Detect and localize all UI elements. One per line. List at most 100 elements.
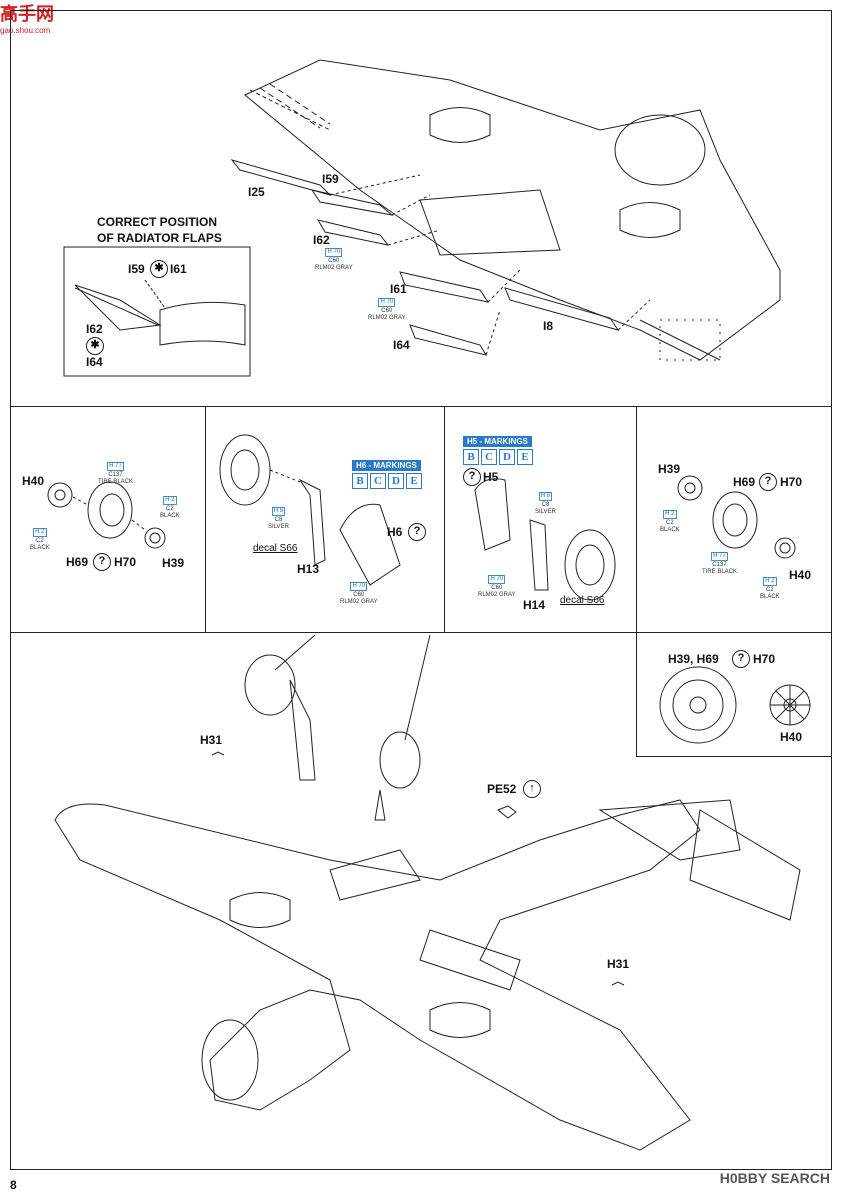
divider-panel2: [444, 406, 445, 632]
paint-color: BLACK: [160, 513, 180, 519]
markings-title: H5 - MARKINGS: [463, 436, 532, 447]
question-circle-icon: ?: [93, 553, 111, 571]
marking-letter: C: [370, 473, 386, 489]
part-h40: H40: [780, 730, 803, 744]
paint-color: SILVER: [535, 509, 556, 515]
marking-letter: E: [517, 449, 533, 465]
paint-code: H 8: [538, 492, 553, 501]
question-circle-icon: ?: [732, 650, 750, 668]
arrow-circle-icon: ↑: [523, 780, 541, 798]
paint-color: RLM02 GRAY: [368, 315, 406, 321]
divider-panel1: [205, 406, 206, 632]
part-h14: H14: [523, 598, 546, 612]
star-circle-icon: ✱: [150, 260, 168, 278]
part-h5: H5: [483, 470, 499, 484]
paint-callout: H 70 C60 RLM02 GRAY: [478, 575, 516, 599]
part-h69: H69: [66, 555, 89, 569]
paint-name: C2: [166, 506, 174, 512]
part-i62: I62: [313, 233, 330, 247]
paint-name: C137: [108, 472, 123, 478]
paint-callout: H 8 C8 SILVER: [268, 507, 289, 531]
divider-panel5: [636, 756, 832, 757]
radiator-title-line1: CORRECT POSITION: [97, 215, 218, 229]
marking-letter: B: [352, 473, 368, 489]
paint-name: C2: [666, 520, 674, 526]
part-h70: H70: [114, 555, 137, 569]
part-h39: H39: [162, 556, 185, 570]
paint-code: H 77: [107, 462, 124, 471]
paint-color: TIRE BLACK: [98, 479, 134, 485]
paint-color: RLM02 GRAY: [340, 599, 378, 605]
part-h13: H13: [297, 562, 320, 576]
markings-title: H6 - MARKINGS: [352, 460, 421, 471]
paint-callout: H 77 C137 TIRE BLACK: [98, 462, 133, 486]
paint-name: C137: [712, 562, 727, 568]
paint-code: H 8: [271, 507, 286, 516]
question-circle-icon: ?: [463, 468, 481, 486]
paint-color: BLACK: [30, 545, 50, 551]
radiator-part-i61: I61: [170, 262, 187, 276]
paint-code: H 2: [33, 528, 47, 537]
paint-name: C60: [328, 258, 340, 264]
panel5-title: H39, H69: [668, 652, 719, 666]
panel5-drawing: [659, 666, 811, 744]
watermark-bottom: H0BBY SEARCH: [719, 1170, 830, 1186]
paint-callout: H 2 C2 BLACK: [160, 496, 180, 520]
paint-callout: H 70 C60 RLM02 GRAY: [315, 248, 353, 272]
divider-mid: [10, 632, 832, 633]
part-h40: H40: [789, 568, 812, 582]
part-h69: H69: [733, 475, 756, 489]
watermark-sub: gao.shou.com: [0, 26, 51, 35]
part-h70: H70: [753, 652, 776, 666]
paint-color: SILVER: [268, 524, 289, 530]
divider-top: [10, 406, 832, 407]
marking-letter: D: [499, 449, 515, 465]
paint-code: H 2: [663, 510, 677, 519]
part-h70: H70: [780, 475, 803, 489]
paint-code: H 77: [711, 552, 728, 561]
paint-callout: H 70 C60 RLM02 GRAY: [368, 298, 406, 322]
part-h31: H31: [607, 957, 630, 971]
paint-name: C2: [766, 587, 774, 593]
markings-box-h5: H5 - MARKINGS B C D E: [463, 436, 533, 465]
part-i64: I64: [393, 338, 410, 352]
paint-callout: H 2 C2 BLACK: [660, 510, 680, 534]
paint-color: RLM02 GRAY: [478, 592, 516, 598]
paint-callout: H 2 C2 BLACK: [760, 577, 780, 601]
part-h40: H40: [22, 474, 45, 488]
paint-name: C8: [274, 517, 283, 523]
marking-letter: B: [463, 449, 479, 465]
paint-code: H 70: [325, 248, 343, 257]
markings-box-h6: H6 - MARKINGS B C D E: [352, 460, 422, 489]
watermark-top: 高手网 gao.shou.com: [0, 0, 54, 35]
paint-color: BLACK: [760, 594, 780, 600]
marking-letter: D: [388, 473, 404, 489]
bottom-aircraft-drawing: [54, 634, 801, 1151]
paint-callout: H 70 C60 RLM02 GRAY: [340, 582, 378, 606]
radiator-part-i64: I64: [86, 355, 103, 369]
radiator-part-i62: I62: [86, 322, 103, 336]
panel2-drawing: [219, 434, 401, 586]
decal-label: decal S66: [253, 543, 298, 554]
radiator-inset-drawing: [63, 246, 251, 377]
decal-label: decal S66: [560, 595, 605, 606]
divider-panel3: [636, 406, 637, 756]
question-circle-icon: ?: [408, 523, 426, 541]
marking-letter: E: [406, 473, 422, 489]
question-circle-icon: ?: [759, 473, 777, 491]
paint-name: C8: [541, 502, 550, 508]
part-i59: I59: [322, 172, 339, 186]
paint-callout: H 8 C8 SILVER: [535, 492, 556, 516]
paint-callout: H 77 C137 TIRE BLACK: [702, 552, 737, 576]
paint-name: C60: [353, 592, 365, 598]
part-i61: I61: [390, 282, 407, 296]
part-i25: I25: [248, 185, 265, 199]
paint-color: BLACK: [660, 527, 680, 533]
page-number: 8: [10, 1178, 17, 1192]
paint-color: TIRE BLACK: [702, 569, 738, 575]
page-frame: [10, 10, 832, 1170]
radiator-title-line2: OF RADIATOR FLAPS: [97, 231, 222, 245]
paint-name: C60: [491, 585, 503, 591]
radiator-part-i59: I59: [128, 262, 145, 276]
